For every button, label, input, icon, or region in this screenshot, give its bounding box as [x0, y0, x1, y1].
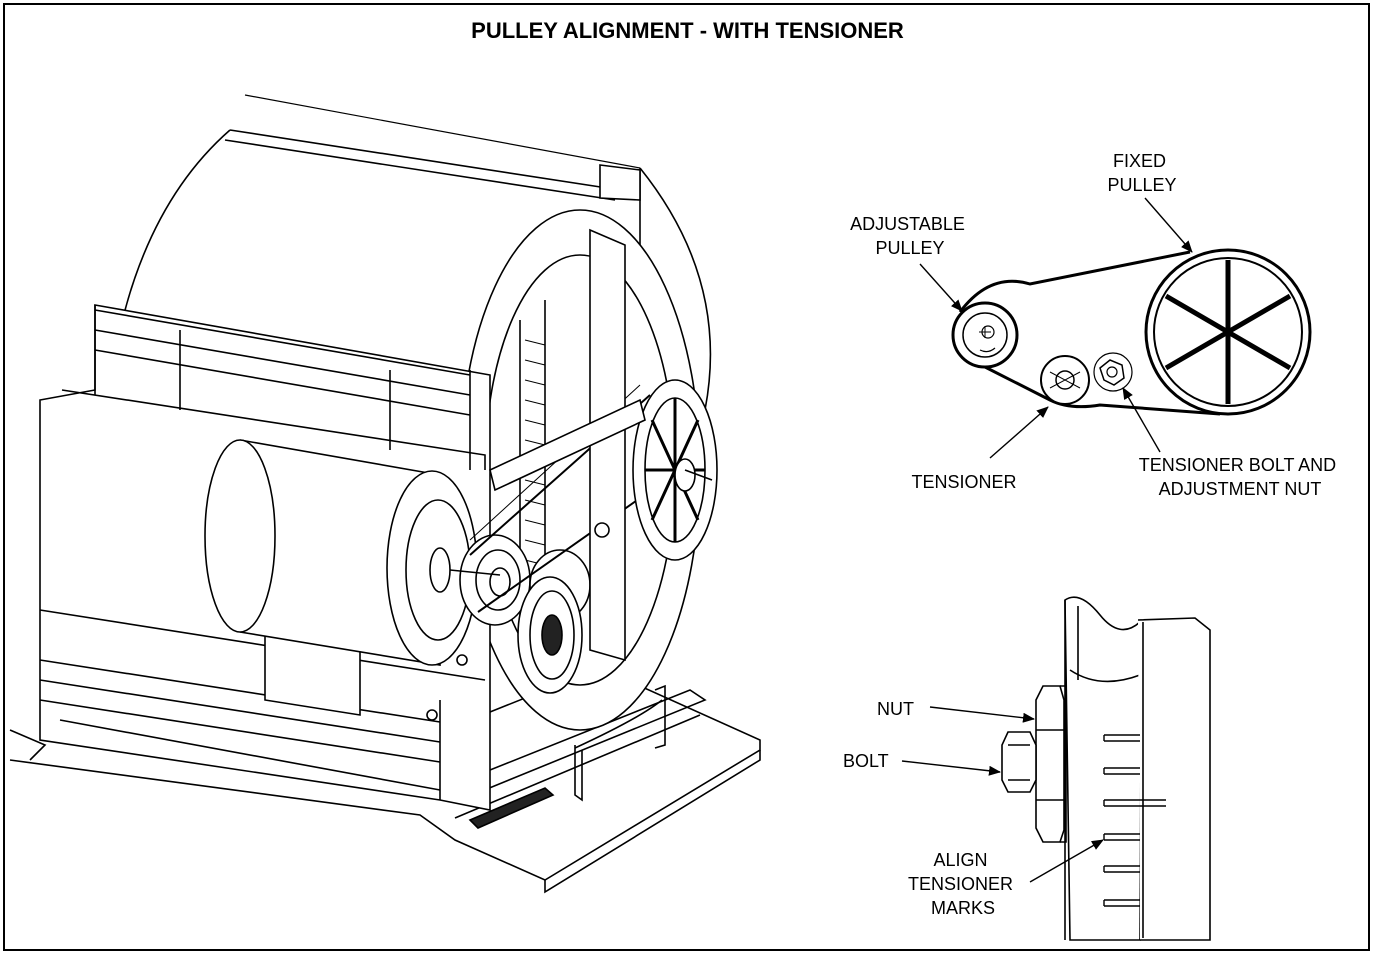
nut-label: NUT: [877, 699, 914, 719]
tensioner-label: TENSIONER: [911, 472, 1016, 492]
bracket: [426, 164, 646, 721]
motor: [204, 439, 478, 666]
pulley-leaders: [919, 197, 1193, 459]
tensioner-detail: [1001, 596, 1211, 941]
tensioner-pulleys: [517, 549, 591, 694]
nut-arrow: [929, 706, 1035, 723]
diagram-title: PULLEY ALIGNMENT - WITH TENSIONER: [471, 18, 904, 43]
tensioner-bolt-label: TENSIONER BOLT AND ADJUSTMENT NUT: [1139, 455, 1341, 499]
tensioner-bolt: [1093, 352, 1133, 392]
bolt-arrow: [901, 760, 1001, 776]
bolt-label: BOLT: [843, 751, 889, 771]
pulley-layout-diagram: [951, 248, 1312, 416]
align-marks-label: ALIGN TENSIONER MARKS: [908, 850, 1018, 918]
detail-leaders: [901, 706, 1104, 883]
tensioner-wheel: [1040, 355, 1090, 405]
adjustable-pulley-arrow: [919, 263, 963, 312]
diagram-border: [3, 3, 1370, 951]
fixed-pulley-left: [632, 379, 718, 561]
blower-assembly-illustration: [9, 94, 761, 894]
tensioner-housing: [1064, 596, 1211, 941]
nut-shape: [1035, 685, 1067, 843]
adjustable-pulley-label: ADJUSTABLE PULLEY: [850, 214, 970, 258]
tensioner-bolt-arrow: [1122, 387, 1161, 453]
fixed-pulley-arrow: [1144, 197, 1193, 253]
align-marks-arrow: [1029, 839, 1104, 883]
alignment-marks: [1103, 734, 1166, 907]
fixed-pulley-label: FIXED PULLEY: [1107, 151, 1176, 195]
tensioner-arrow: [989, 406, 1049, 459]
fixed-pulley: [1144, 248, 1312, 416]
bolt-shape: [1001, 731, 1037, 793]
adjustable-pulley: [951, 301, 1019, 369]
